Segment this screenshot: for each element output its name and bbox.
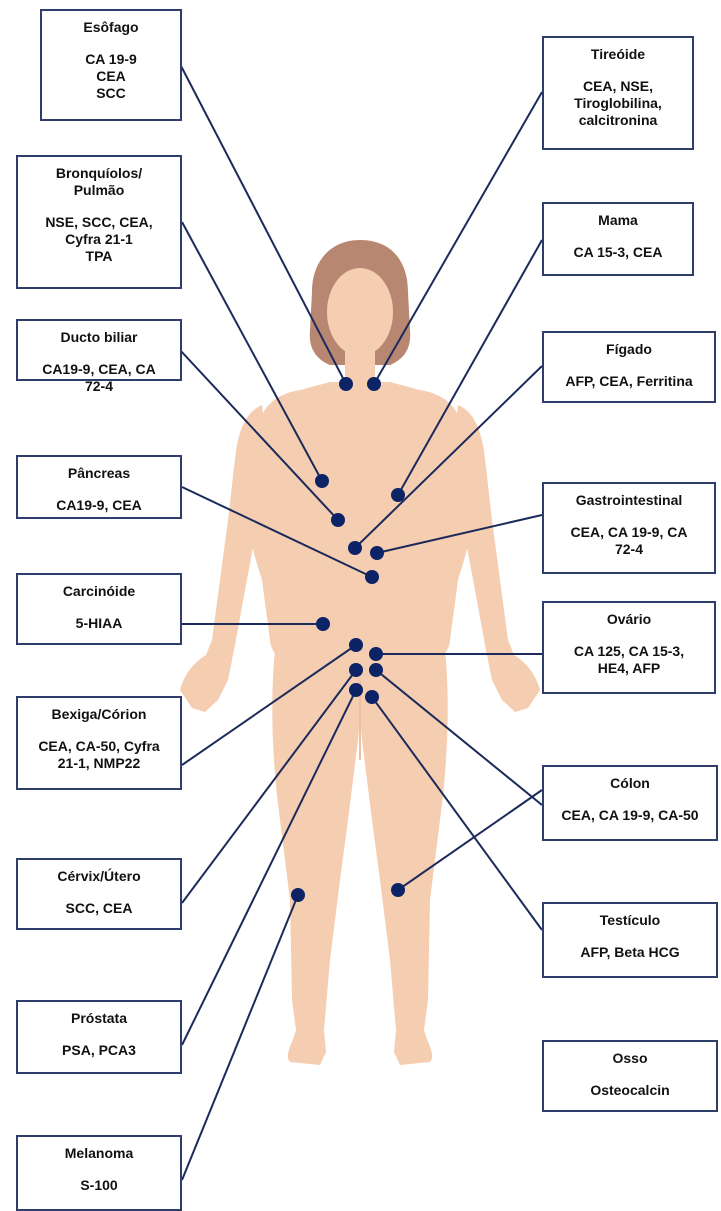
box-title: Tireóide [550, 46, 686, 63]
dot-colon [369, 663, 383, 677]
box-markers: CA19-9, CEA, CA 72-4 [24, 361, 174, 395]
dot-gastro [370, 546, 384, 560]
box-title: Cólon [550, 775, 710, 792]
box-markers: AFP, Beta HCG [550, 944, 710, 961]
dot-ovario [369, 647, 383, 661]
face [327, 268, 393, 356]
leader-line-tireoide [374, 92, 542, 384]
box-title: Gastrointestinal [550, 492, 708, 509]
box-colon: Cólon CEA, CA 19-9, CA-50 [542, 765, 718, 841]
box-markers: CEA, CA-50, Cyfra 21-1, NMP22 [24, 738, 174, 772]
box-carcinoide: Carcinóide 5-HIAA [16, 573, 182, 645]
box-title: Bexiga/Córion [24, 706, 174, 723]
box-title: Esôfago [48, 19, 174, 36]
leader-line-melanoma [182, 895, 298, 1180]
box-title: Testículo [550, 912, 710, 929]
box-title: Pâncreas [24, 465, 174, 482]
box-markers: CA 15-3, CEA [550, 244, 686, 261]
dot-mama [391, 488, 405, 502]
box-markers: CEA, CA 19-9, CA 72-4 [550, 524, 708, 558]
box-markers: AFP, CEA, Ferritina [550, 373, 708, 390]
box-title: Osso [550, 1050, 710, 1067]
box-markers: NSE, SCC, CEA, Cyfra 21-1 TPA [24, 214, 174, 265]
box-markers: CA19-9, CEA [24, 497, 174, 514]
box-pancreas: Pâncreas CA19-9, CEA [16, 455, 182, 519]
dot-testiculo [365, 690, 379, 704]
left-arm [180, 405, 268, 712]
dot-melanoma [291, 888, 305, 902]
box-figado: Fígado AFP, CEA, Ferritina [542, 331, 716, 403]
box-markers: CA 19-9 CEA SCC [48, 51, 174, 102]
box-markers: SCC, CEA [24, 900, 174, 917]
box-gastro: Gastrointestinal CEA, CA 19-9, CA 72-4 [542, 482, 716, 574]
box-osso: Osso Osteocalcin [542, 1040, 718, 1112]
dot-esofago [339, 377, 353, 391]
dot-ducto [331, 513, 345, 527]
box-esofago: Esôfago CA 19-9 CEA SCC [40, 9, 182, 121]
box-bronquiolos: Bronquíolos/ Pulmão NSE, SCC, CEA, Cyfra… [16, 155, 182, 289]
dot-osso [391, 883, 405, 897]
dot-tireoide [367, 377, 381, 391]
dot-carcinoide [316, 617, 330, 631]
box-markers: PSA, PCA3 [24, 1042, 174, 1059]
box-ovario: Ovário CA 125, CA 15-3, HE4, AFP [542, 601, 716, 694]
box-title: Cérvix/Útero [24, 868, 174, 885]
box-title: Carcinóide [24, 583, 174, 600]
box-ducto: Ducto biliar CA19-9, CEA, CA 72-4 [16, 319, 182, 381]
box-title: Melanoma [24, 1145, 174, 1162]
dot-bexiga [349, 638, 363, 652]
box-cervix: Cérvix/Útero SCC, CEA [16, 858, 182, 930]
dot-bronquiolos [315, 474, 329, 488]
right-arm [452, 405, 540, 712]
box-markers: Osteocalcin [550, 1082, 710, 1099]
box-title: Próstata [24, 1010, 174, 1027]
box-markers: CA 125, CA 15-3, HE4, AFP [550, 643, 708, 677]
left-leg [272, 650, 362, 1065]
box-markers: 5-HIAA [24, 615, 174, 632]
box-prostata: Próstata PSA, PCA3 [16, 1000, 182, 1074]
dot-pancreas [365, 570, 379, 584]
box-title: Ducto biliar [24, 329, 174, 346]
box-title: Mama [550, 212, 686, 229]
dot-figado [348, 541, 362, 555]
box-markers: S-100 [24, 1177, 174, 1194]
box-testiculo: Testículo AFP, Beta HCG [542, 902, 718, 978]
box-markers: CEA, CA 19-9, CA-50 [550, 807, 710, 824]
box-markers: CEA, NSE, Tiroglobilina, calcitronina [550, 78, 686, 129]
box-title: Ovário [550, 611, 708, 628]
dot-prostata [349, 683, 363, 697]
box-title: Fígado [550, 341, 708, 358]
box-mama: Mama CA 15-3, CEA [542, 202, 694, 276]
box-melanoma: Melanoma S-100 [16, 1135, 182, 1211]
right-leg [358, 650, 448, 1065]
box-bexiga: Bexiga/Córion CEA, CA-50, Cyfra 21-1, NM… [16, 696, 182, 790]
dot-cervix [349, 663, 363, 677]
box-tireoide: Tireóide CEA, NSE, Tiroglobilina, calcit… [542, 36, 694, 150]
box-title: Bronquíolos/ Pulmão [24, 165, 174, 199]
leader-line-esofago [180, 64, 346, 384]
